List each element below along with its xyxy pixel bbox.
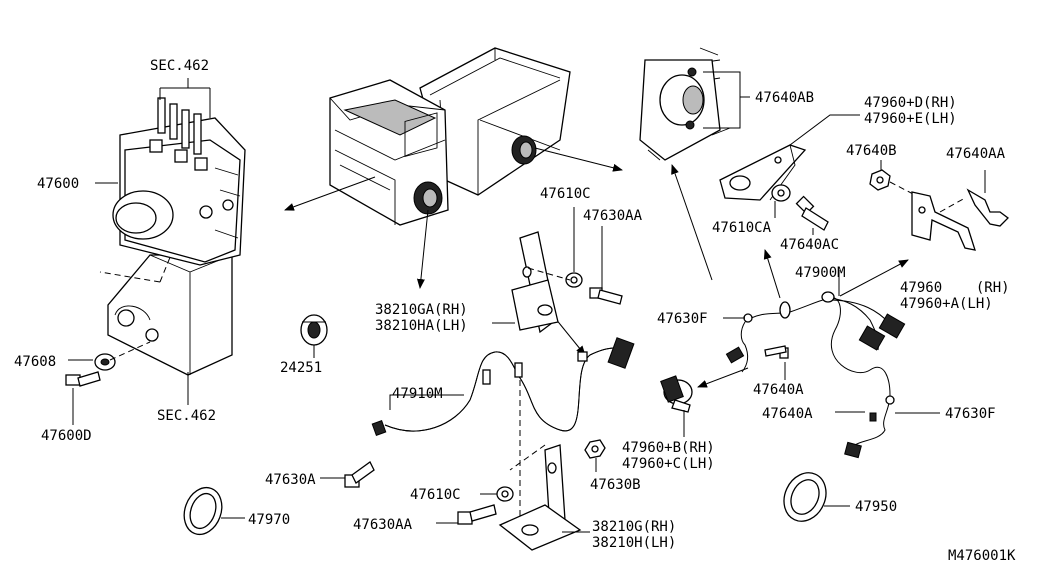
label-47970: 47970 bbox=[248, 512, 290, 528]
label-47910m: 47910M bbox=[392, 386, 443, 402]
bracket-47960d bbox=[719, 144, 807, 201]
label-47630aa-bottom: 47630AA bbox=[353, 517, 413, 533]
label-24251: 24251 bbox=[280, 360, 322, 376]
label-47630aa-top: 47630AA bbox=[583, 208, 643, 224]
label-47960c: 47960+C(LH) bbox=[622, 456, 715, 472]
washer-47610ca bbox=[771, 184, 791, 202]
diagram-id: M476001K bbox=[948, 548, 1016, 564]
washer-47610c-top bbox=[565, 272, 583, 288]
label-47960a: 47960+A(LH) bbox=[900, 296, 993, 312]
bracket-38210ga bbox=[511, 231, 559, 334]
label-47960d: 47960+D(RH) bbox=[864, 95, 957, 111]
label-sec462-bottom: SEC.462 bbox=[157, 408, 216, 424]
label-47960b: 47960+B(RH) bbox=[622, 440, 715, 456]
label-38210h: 38210H(LH) bbox=[592, 535, 676, 551]
actuator-ports bbox=[149, 97, 234, 219]
washer-47610c-bottom bbox=[496, 486, 514, 502]
label-sec462-top: SEC.462 bbox=[150, 58, 209, 74]
front-sensor-harness-47910m bbox=[371, 337, 635, 436]
part-labels: SEC.462 47600 47608 47600D SEC.462 24251… bbox=[14, 58, 1016, 564]
label-47630f-right: 47630F bbox=[945, 406, 996, 422]
label-47610c-bottom: 47610C bbox=[410, 487, 461, 503]
rear-axle-detail bbox=[639, 47, 750, 161]
grommet-47608 bbox=[94, 353, 116, 371]
grommet-24251 bbox=[300, 314, 328, 346]
label-47900m: 47900M bbox=[795, 265, 846, 281]
label-47960e: 47960+E(LH) bbox=[864, 111, 957, 127]
bolt-47640aa bbox=[966, 188, 1009, 227]
label-47630b: 47630B bbox=[590, 477, 641, 493]
label-47610ca: 47610CA bbox=[712, 220, 772, 236]
label-47640a-mid: 47640A bbox=[753, 382, 804, 398]
label-47600: 47600 bbox=[37, 176, 79, 192]
bolt-47630aa-bottom bbox=[457, 504, 497, 525]
label-47610c-top: 47610C bbox=[540, 186, 591, 202]
bracket-47960 bbox=[911, 191, 976, 251]
label-47960: 47960 (RH) bbox=[900, 280, 1010, 296]
bolt-47630aa-top bbox=[589, 287, 623, 305]
label-47600d: 47600D bbox=[41, 428, 92, 444]
nut-47630b bbox=[584, 439, 606, 459]
sensor-ring-47950 bbox=[783, 472, 827, 522]
label-47640b: 47640B bbox=[846, 143, 897, 159]
label-47630a-left: 47630A bbox=[265, 472, 316, 488]
bracket-38210g bbox=[498, 380, 582, 551]
bolt-47600d bbox=[65, 371, 101, 387]
bolt-47640ac bbox=[795, 195, 829, 231]
label-47630f-left: 47630F bbox=[657, 311, 708, 327]
label-47640a-low: 47640A bbox=[762, 406, 813, 422]
label-38210ga: 38210GA(RH) bbox=[375, 302, 468, 318]
label-38210ha: 38210HA(LH) bbox=[375, 318, 468, 334]
label-47950: 47950 bbox=[855, 499, 897, 515]
label-38210g: 38210G(RH) bbox=[592, 519, 676, 535]
abs-actuator bbox=[65, 97, 246, 425]
sensor-47960b bbox=[660, 375, 693, 413]
rear-harness-47900m bbox=[725, 291, 906, 459]
label-47640ab: 47640AB bbox=[755, 90, 814, 106]
nut-47640b bbox=[869, 169, 891, 191]
label-47640ac: 47640AC bbox=[780, 237, 839, 253]
label-47608: 47608 bbox=[14, 354, 56, 370]
sensor-ring-47970 bbox=[183, 486, 223, 536]
label-47640aa: 47640AA bbox=[946, 146, 1006, 162]
bolt-47630a-left bbox=[344, 461, 375, 488]
truck-illustration bbox=[329, 47, 571, 226]
